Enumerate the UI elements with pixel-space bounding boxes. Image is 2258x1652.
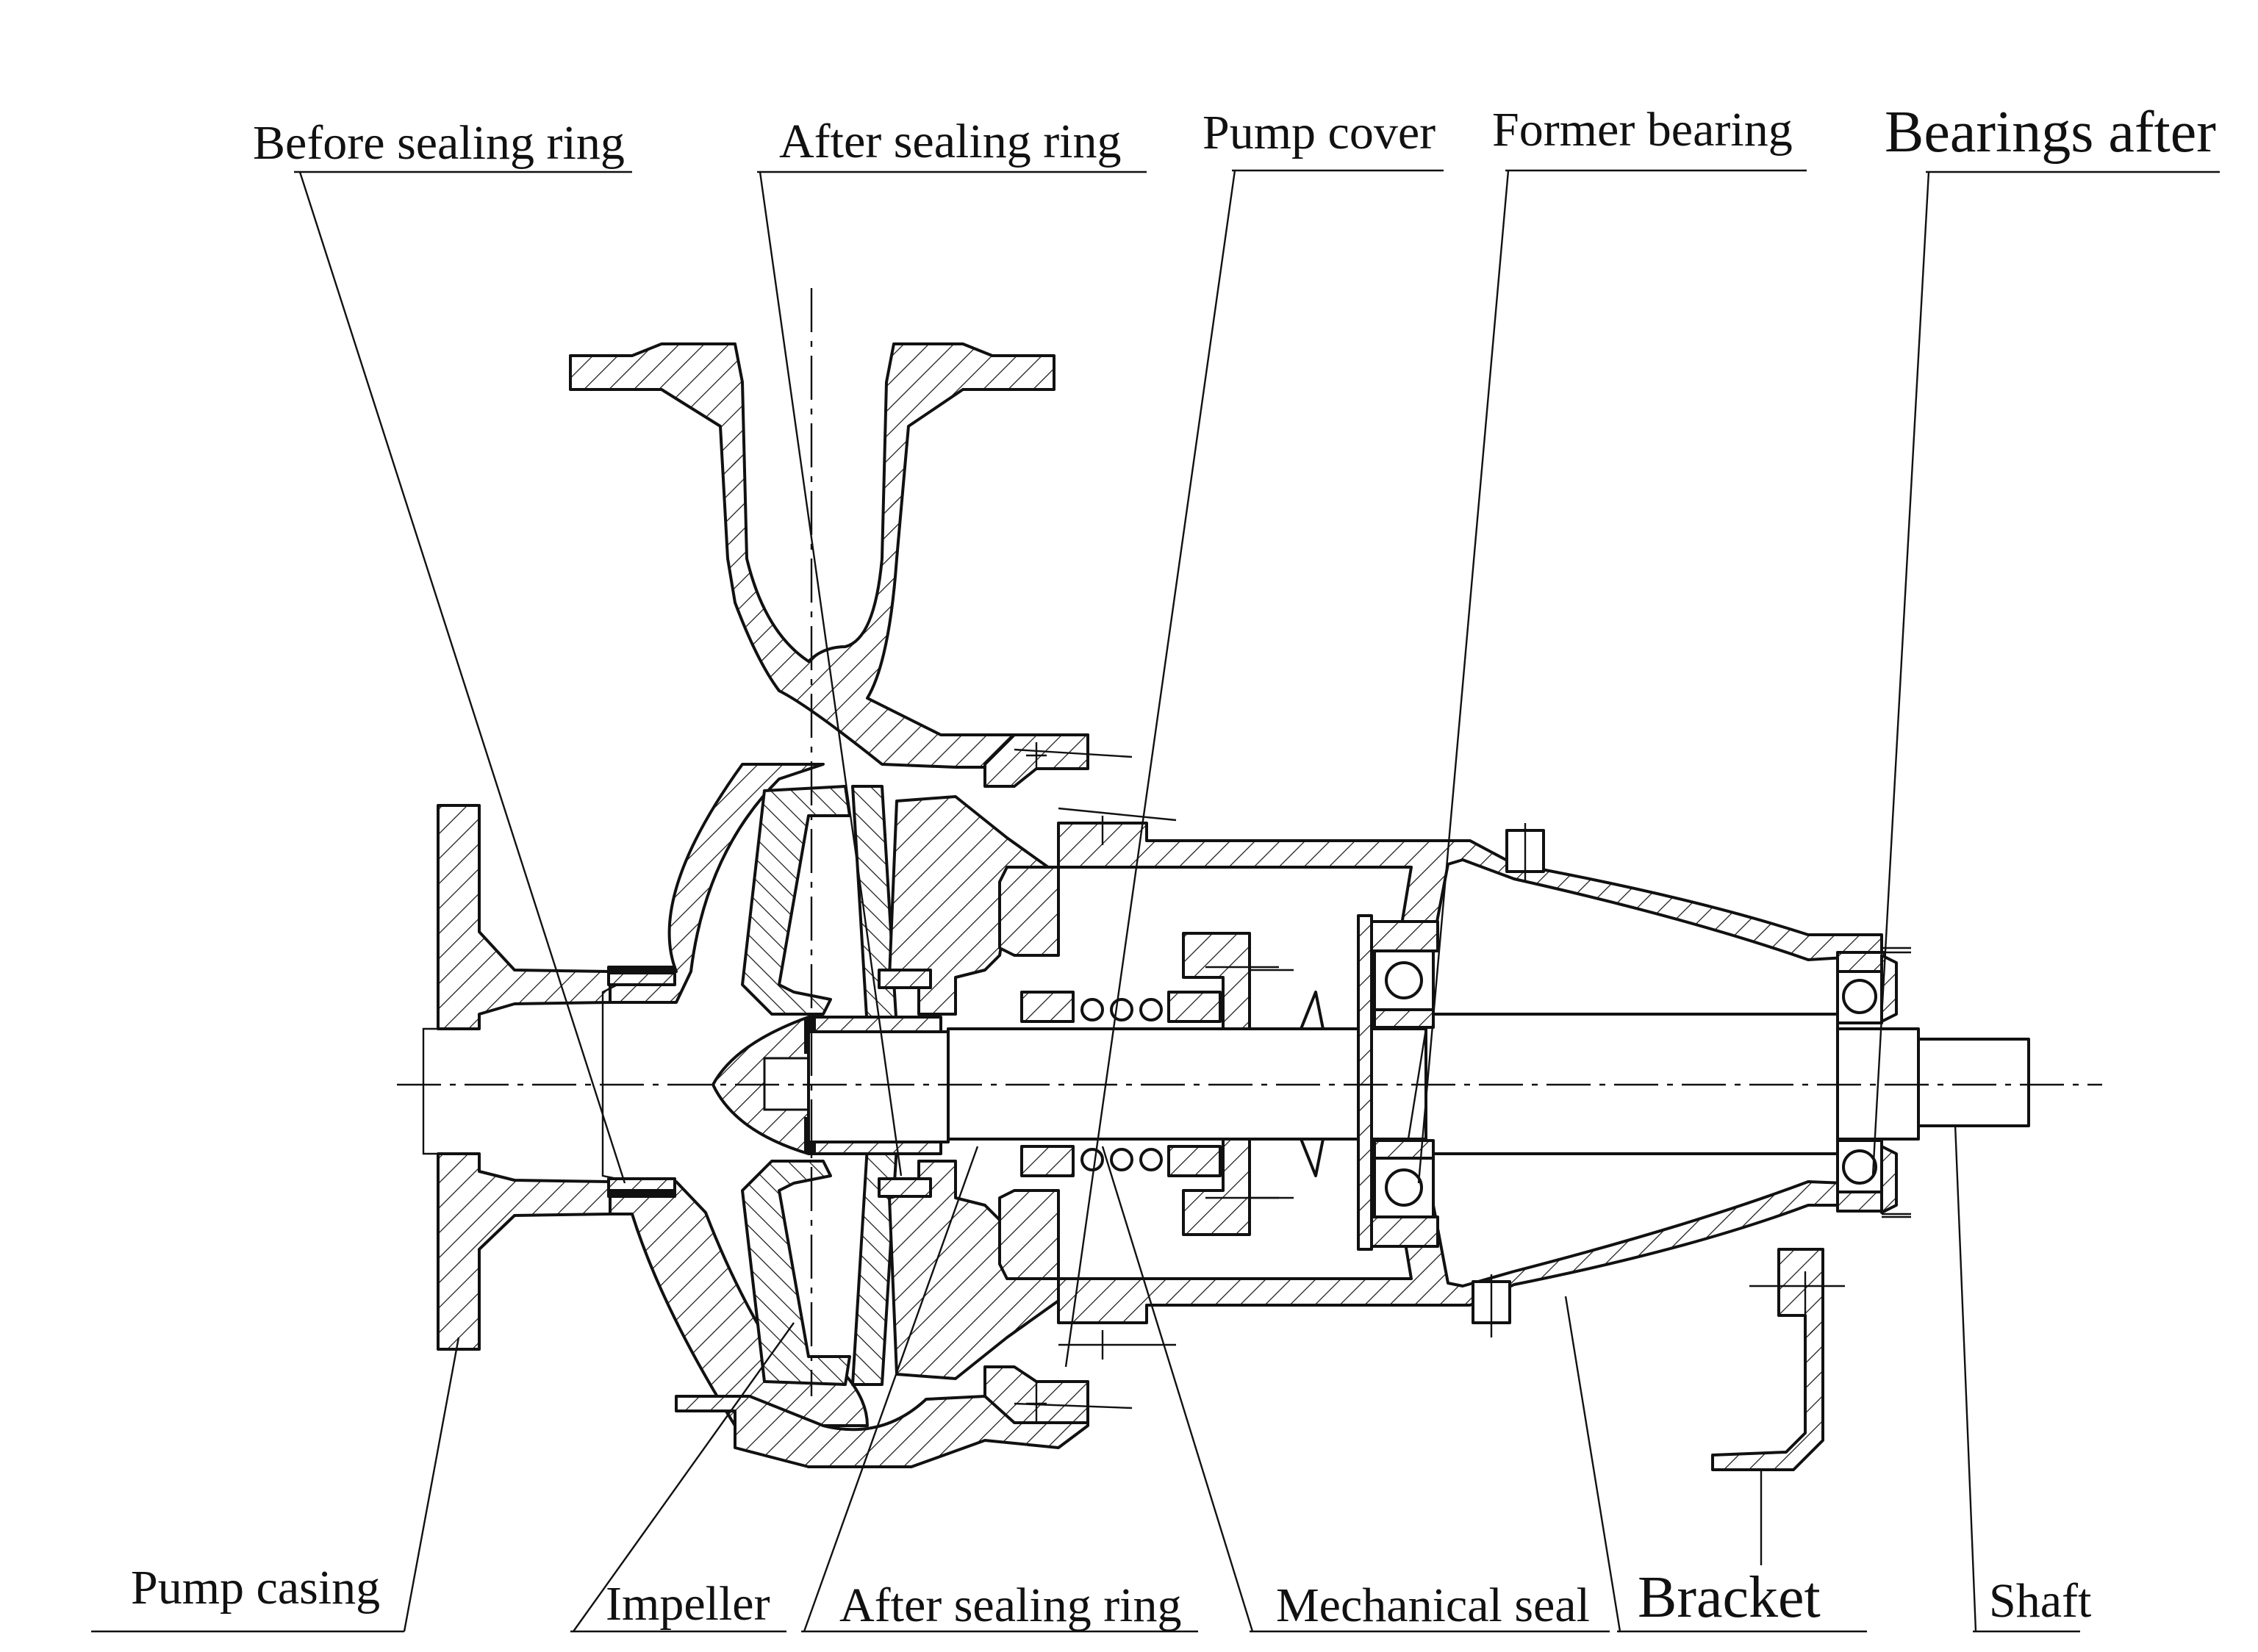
- label-bearings-after: Bearings after: [1885, 100, 2216, 165]
- label-before-sealing-ring: Before sealing ring: [253, 116, 625, 170]
- label-shaft: Shaft: [1989, 1574, 2091, 1628]
- centerlines: [397, 288, 2102, 1565]
- pump-cover: [878, 795, 1060, 1380]
- label-mechanical-seal: Mechanical seal: [1276, 1579, 1590, 1632]
- label-after-sealing-ring-bottom: After sealing ring: [839, 1579, 1182, 1632]
- label-pump-casing: Pump casing: [131, 1561, 380, 1615]
- leader-lines: [91, 169, 2220, 1633]
- pump-casing: [422, 342, 1089, 1468]
- label-bracket: Bracket: [1638, 1565, 1821, 1630]
- bearings-after-part: [1836, 951, 1911, 1215]
- dimension-ticks: [1014, 748, 1911, 1409]
- former-bearing-part: [1357, 914, 1439, 1251]
- label-pump-cover: Pump cover: [1203, 106, 1436, 159]
- bracket: [998, 822, 1883, 1471]
- label-former-bearing: Former bearing: [1492, 103, 1793, 157]
- before-sealing-ring-part: [601, 966, 676, 1198]
- label-after-sealing-ring-top: After sealing ring: [779, 115, 1122, 168]
- label-impeller: Impeller: [606, 1577, 770, 1631]
- labels: Before sealing ring After sealing ring P…: [131, 100, 2216, 1632]
